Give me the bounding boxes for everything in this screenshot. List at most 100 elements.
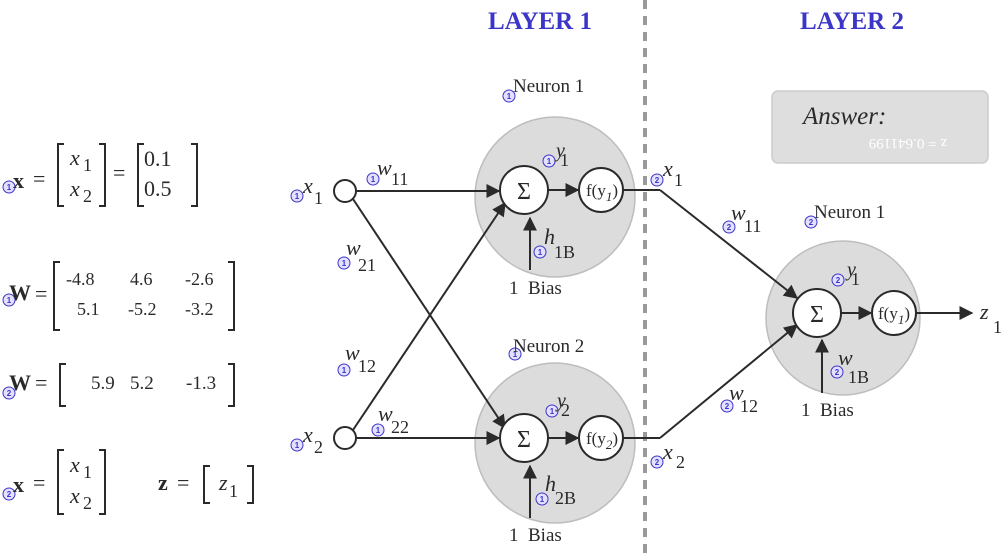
weight-label-w22: 1 w 22 [371, 401, 409, 437]
layer1-n2-bias-label: 1 Bias [509, 525, 562, 546]
svg-text:5.2: 5.2 [130, 373, 154, 394]
svg-text:1: 1 [547, 157, 552, 166]
svg-text:2: 2 [314, 437, 323, 457]
svg-text:x: x [69, 145, 80, 170]
wire-l2-x2-n1 [659, 324, 799, 439]
svg-text:w: w [346, 235, 361, 260]
svg-text:y: y [845, 259, 856, 281]
layer-1-header: LAYER 1 [488, 8, 592, 35]
svg-text:1: 1 [295, 192, 300, 201]
svg-text:x: x [662, 439, 673, 464]
svg-text:x: x [662, 156, 673, 181]
svg-text:1: 1 [513, 350, 518, 359]
svg-text:2: 2 [7, 490, 12, 499]
equation-x-vector: 1 x = x 1 x 2 = 0.1 0.5 [2, 143, 198, 207]
svg-text:2: 2 [725, 402, 730, 411]
layer2-output-label: z 1 [979, 299, 1002, 337]
svg-text:5.1: 5.1 [77, 299, 100, 319]
svg-text:x: x [302, 173, 313, 198]
layer2-n1-sum-symbol: Σ [810, 302, 824, 328]
svg-text:1: 1 [295, 441, 300, 450]
wire-x1-n2 [352, 198, 506, 430]
svg-text:1: 1 [7, 183, 12, 192]
svg-text:w: w [377, 155, 392, 180]
svg-text:w: w [838, 345, 853, 370]
svg-text:z: z [218, 470, 228, 495]
svg-text:1: 1 [83, 462, 92, 482]
svg-text:Neuron 2: Neuron 2 [513, 336, 584, 357]
svg-text:1: 1 [674, 170, 683, 190]
svg-text:1: 1 [560, 150, 569, 170]
svg-text:2: 2 [727, 223, 732, 232]
layer-2-header: LAYER 2 [800, 8, 904, 35]
svg-text:1: 1 [371, 175, 376, 184]
svg-text:11: 11 [391, 169, 408, 189]
svg-text:1: 1 [540, 495, 545, 504]
svg-text:2: 2 [676, 452, 685, 472]
svg-text:=: = [33, 166, 45, 191]
svg-text:1B: 1B [554, 242, 575, 262]
svg-text:=: = [177, 470, 189, 495]
svg-text:12: 12 [740, 396, 758, 416]
svg-text:1: 1 [342, 366, 347, 375]
svg-text:=: = [113, 160, 125, 185]
svg-text:1: 1 [851, 269, 860, 289]
svg-text:w: w [345, 340, 360, 365]
input-label-x1: 1 x 1 [290, 173, 323, 208]
wire-l2-x1-n1 [659, 189, 799, 299]
layer1-n1-activation-label: f(y1) [586, 181, 618, 204]
svg-text:W: W [9, 370, 31, 395]
svg-text:x: x [69, 176, 80, 201]
svg-text:2: 2 [836, 276, 841, 285]
svg-text:x: x [69, 452, 80, 477]
layer2-weight-label-w11: 2 w 11 [722, 200, 761, 236]
svg-text:-1.3: -1.3 [186, 373, 216, 394]
svg-text:0.5: 0.5 [144, 176, 172, 201]
svg-text:x: x [302, 422, 313, 447]
svg-text:1: 1 [83, 155, 92, 175]
svg-text:1: 1 [314, 188, 323, 208]
equation-W1-matrix: 1 W = -4.8 4.6 -2.6 5.1 -5.2 -3.2 [2, 261, 235, 331]
layer1-n2-sum-output: 1 y 2 [545, 390, 570, 420]
svg-text:1: 1 [538, 248, 543, 257]
svg-text:22: 22 [391, 417, 409, 437]
layer2-neuron-1-label: 2 Neuron 1 [804, 202, 885, 229]
input-label-x2: 1 x 2 [290, 422, 323, 457]
svg-text:x: x [13, 168, 24, 193]
layer1-n2-sum-symbol: Σ [517, 427, 531, 453]
svg-text:4.6: 4.6 [130, 269, 153, 289]
svg-text:2: 2 [655, 458, 660, 467]
input-node-x1 [333, 179, 357, 203]
svg-text:w: w [729, 380, 744, 405]
answer-title: Answer: [801, 103, 886, 130]
weight-label-w11: 1 w 11 [366, 155, 408, 189]
layer1-neuron-2-body [474, 362, 636, 524]
svg-text:2: 2 [83, 186, 92, 206]
svg-text:2: 2 [7, 389, 12, 398]
svg-text:1: 1 [7, 296, 12, 305]
layer2-n1-bias-weight: 2 w 1B [830, 345, 869, 387]
equation-z-vector: z = z 1 [158, 465, 254, 504]
equation-W2-matrix: 2 W = 5.9 5.2 -1.3 [2, 363, 235, 407]
svg-text:Neuron 1: Neuron 1 [814, 202, 885, 223]
svg-text:1: 1 [342, 259, 347, 268]
svg-text:2: 2 [655, 176, 660, 185]
wire-x2-n1 [352, 201, 506, 431]
svg-text:1: 1 [993, 317, 1002, 337]
svg-text:y: y [554, 140, 565, 162]
svg-text:0.1: 0.1 [144, 146, 172, 171]
layer1-n1-bias-weight: 1 h 1B [533, 224, 575, 262]
answer-flipped-value: z = 0.641199 [869, 135, 947, 151]
svg-text:1: 1 [507, 92, 512, 101]
svg-text:5.9: 5.9 [91, 373, 115, 394]
svg-text:2B: 2B [555, 488, 576, 508]
svg-text:2: 2 [561, 400, 570, 420]
layer1-n2-bias-weight: 1 h 2B [535, 471, 576, 508]
svg-text:x: x [69, 483, 80, 508]
svg-text:-4.8: -4.8 [66, 269, 95, 289]
svg-text:=: = [35, 370, 47, 395]
answer-box: Answer: z = 0.641199 [771, 90, 989, 164]
svg-text:Neuron 1: Neuron 1 [513, 76, 584, 97]
svg-text:2: 2 [835, 368, 840, 377]
